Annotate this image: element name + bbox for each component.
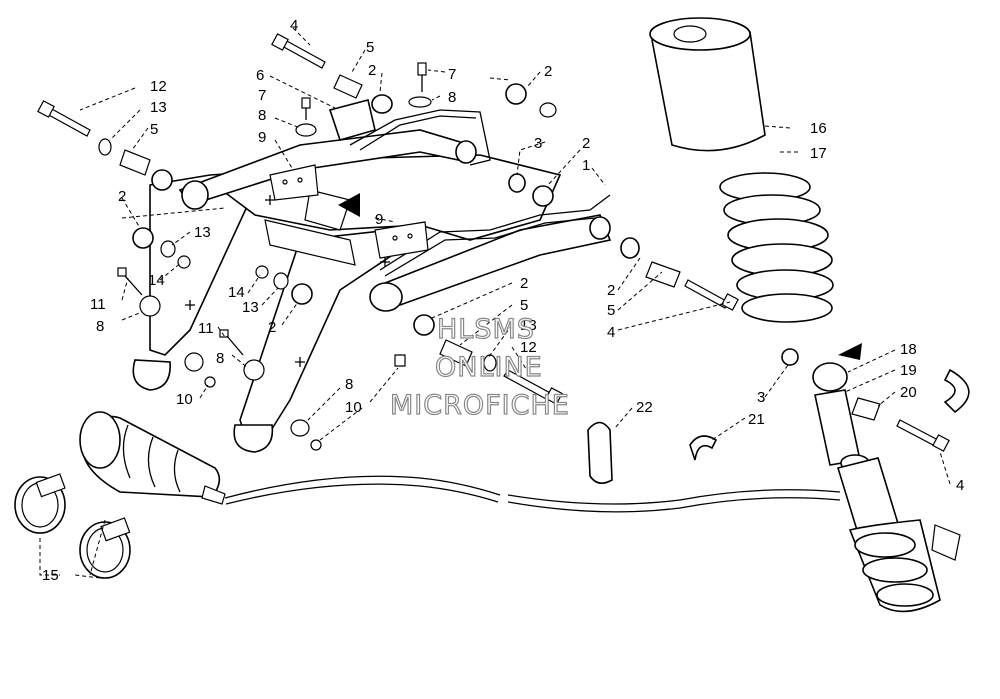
label-15: 15 [42, 567, 59, 584]
callout-labels: 4 5 2 7 8 6 2 7 8 9 12 13 5 3 2 1 16 17 … [42, 17, 964, 584]
label-2: 2 [582, 135, 590, 152]
label-10: 10 [345, 399, 362, 416]
label-5: 5 [366, 39, 374, 56]
label-8: 8 [345, 376, 353, 393]
direction-arrow-center [338, 193, 360, 217]
watermark-line-3: MICROFICHE [390, 390, 570, 421]
label-13: 13 [520, 317, 537, 334]
watermark-line-2: ONLINE [435, 352, 543, 383]
label-7: 7 [448, 66, 456, 83]
watermark: HLSMS ONLINE MICROFICHE [389, 313, 570, 421]
label-2: 2 [268, 319, 276, 336]
label-6: 6 [256, 67, 264, 84]
label-12: 12 [520, 339, 537, 356]
label-11: 11 [198, 320, 214, 337]
label-3: 3 [534, 135, 542, 152]
label-2: 2 [544, 63, 552, 80]
label-9: 9 [258, 129, 266, 146]
label-8: 8 [448, 89, 456, 106]
label-4: 4 [956, 477, 964, 494]
label-17: 17 [810, 145, 827, 162]
rear-suspension-frame [132, 109, 612, 453]
label-7: 7 [258, 87, 266, 104]
label-8: 8 [258, 107, 266, 124]
top-fasteners [271, 33, 557, 141]
hose-clamp-right [79, 517, 131, 579]
label-18: 18 [900, 341, 917, 358]
label-12: 12 [150, 78, 167, 95]
label-5: 5 [607, 302, 615, 319]
label-20: 20 [900, 384, 917, 401]
leader-lines [39, 27, 951, 579]
label-22: 22 [636, 399, 653, 416]
label-21: 21 [748, 411, 765, 428]
right-fasteners [290, 173, 739, 451]
hose-clamp-left [14, 473, 66, 534]
label-13: 13 [194, 224, 211, 241]
label-2: 2 [520, 275, 528, 292]
label-19: 19 [900, 362, 917, 379]
label-14: 14 [148, 272, 165, 289]
label-2: 2 [118, 188, 126, 205]
label-4: 4 [607, 324, 615, 341]
label-1: 1 [582, 157, 590, 174]
label-8: 8 [96, 318, 104, 335]
reservoir-and-hose [14, 411, 841, 579]
label-2: 2 [368, 62, 376, 79]
label-4: 4 [290, 17, 298, 34]
left-fasteners [37, 100, 313, 388]
label-5: 5 [150, 121, 158, 138]
label-13: 13 [150, 99, 167, 116]
label-13: 13 [242, 299, 259, 316]
label-11: 11 [90, 296, 106, 313]
label-3: 3 [757, 389, 765, 406]
coil-spring [719, 172, 834, 323]
direction-arrow-right [838, 343, 862, 360]
label-16: 16 [810, 120, 827, 137]
label-14: 14 [228, 284, 245, 301]
label-2: 2 [607, 282, 615, 299]
label-5: 5 [520, 297, 528, 314]
shock-absorber [587, 17, 970, 613]
label-9: 9 [375, 211, 383, 228]
watermark-line-1: HLSMS [437, 314, 535, 345]
label-8: 8 [216, 350, 224, 367]
label-10: 10 [176, 391, 193, 408]
